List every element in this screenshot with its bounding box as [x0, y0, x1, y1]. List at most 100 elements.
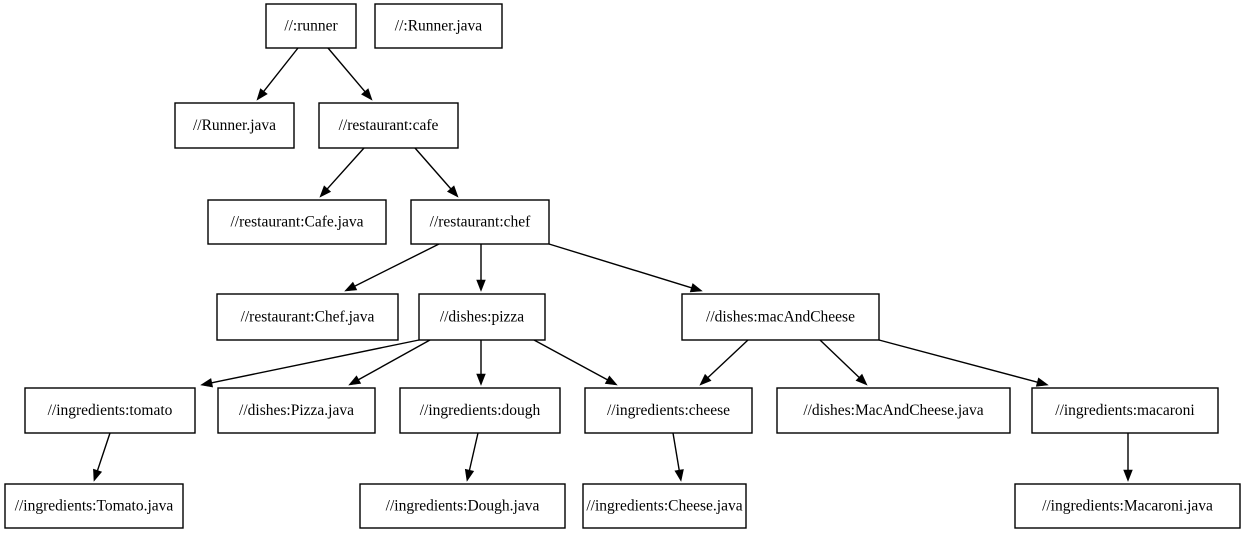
node-box[interactable] [4, 483, 184, 529]
edge-shaft [358, 339, 431, 381]
graph-node[interactable]: //ingredients:Tomato.java [4, 483, 184, 529]
node-box[interactable] [681, 293, 880, 341]
graph-node[interactable]: //restaurant:Chef.java [216, 293, 399, 341]
graph-node[interactable]: //Runner.java [174, 102, 295, 149]
node-label: //Runner.java [193, 117, 276, 134]
node-layer: //:runner //:Runner.java //Runner.java //re… [4, 3, 1241, 529]
arrowhead-icon [476, 373, 486, 386]
edge-shaft [327, 47, 366, 93]
node-box[interactable] [174, 102, 295, 149]
graph-edge [256, 47, 299, 101]
node-label: //ingredients:Dough.java [386, 498, 540, 515]
graph-node[interactable]: //dishes:Pizza.java [217, 387, 376, 434]
graph-node[interactable]: //ingredients:Dough.java [359, 483, 566, 529]
node-box[interactable] [410, 199, 550, 245]
graph-edge [93, 432, 111, 482]
node-label: //restaurant:Chef.java [241, 309, 375, 326]
node-box[interactable] [1031, 387, 1219, 434]
node-box[interactable] [217, 387, 376, 434]
arrowhead-icon [361, 88, 373, 101]
arrowhead-icon [689, 283, 703, 293]
node-label: //:runner [284, 18, 338, 35]
graph-node[interactable]: //restaurant:cafe [318, 102, 459, 149]
arrowhead-icon [674, 469, 684, 482]
node-box[interactable] [584, 387, 753, 434]
graph-node[interactable]: //ingredients:cheese [584, 387, 753, 434]
edge-shaft [414, 147, 452, 190]
edge-shaft [533, 339, 608, 381]
graph-node[interactable]: //restaurant:chef [410, 199, 550, 245]
graph-node[interactable]: //dishes:MacAndCheese.java [776, 387, 1011, 434]
graph-node[interactable]: //ingredients:macaroni [1031, 387, 1219, 434]
graph-edge [699, 339, 749, 386]
graph-node[interactable]: //restaurant:Cafe.java [207, 199, 387, 245]
node-label: //ingredients:tomato [48, 402, 173, 419]
node-label: //:Runner.java [395, 18, 483, 35]
graph-edge [464, 432, 479, 482]
graph-node[interactable]: //ingredients:dough [399, 387, 561, 434]
node-box[interactable] [265, 3, 357, 49]
graph-edge [327, 47, 373, 101]
node-label: //restaurant:Cafe.java [231, 214, 364, 231]
graph-edge [476, 340, 486, 386]
arrowhead-icon [256, 88, 268, 101]
graph-node[interactable]: //dishes:pizza [418, 293, 546, 341]
arrowhead-icon [476, 279, 486, 292]
node-box[interactable] [359, 483, 566, 529]
arrowhead-icon [699, 373, 712, 386]
edge-shaft [878, 339, 1038, 383]
arrowhead-icon [446, 185, 459, 198]
node-label: //restaurant:chef [430, 214, 532, 231]
edge-shaft [211, 339, 420, 384]
graph-node[interactable]: //ingredients:tomato [24, 387, 196, 434]
graph-node[interactable]: //ingredients:Cheese.java [582, 483, 747, 529]
edge-layer [93, 47, 1133, 482]
graph-edge [319, 147, 365, 198]
graph-edge [348, 339, 431, 386]
graph-edge [819, 339, 868, 386]
node-label: //ingredients:Cheese.java [586, 498, 742, 515]
graph-edge [672, 432, 684, 482]
arrowhead-icon [855, 373, 868, 386]
arrowhead-icon [1123, 469, 1133, 482]
node-label: //dishes:pizza [440, 309, 524, 326]
arrowhead-icon [348, 375, 362, 386]
graph-edge [476, 244, 486, 292]
node-box[interactable] [24, 387, 196, 434]
edge-shaft [96, 432, 111, 471]
graph-edge [1123, 433, 1133, 482]
arrowhead-icon [464, 468, 475, 482]
graph-edge [548, 243, 703, 293]
graph-edge [878, 339, 1049, 387]
graph-node[interactable]: //dishes:macAndCheese [681, 293, 880, 341]
edge-shaft [263, 47, 299, 92]
node-label: //dishes:MacAndCheese.java [803, 402, 983, 419]
node-label: //dishes:macAndCheese [706, 309, 855, 326]
node-label: //ingredients:cheese [607, 402, 730, 419]
edge-shaft [326, 147, 365, 190]
arrowhead-icon [93, 468, 103, 482]
node-box[interactable] [207, 199, 387, 245]
node-box[interactable] [418, 293, 546, 341]
arrowhead-icon [200, 378, 214, 388]
node-box[interactable] [216, 293, 399, 341]
graph-node[interactable]: //:runner [265, 3, 357, 49]
node-box[interactable] [399, 387, 561, 434]
node-box[interactable] [1014, 483, 1241, 529]
arrowhead-icon [319, 185, 332, 198]
graph-edge [200, 339, 420, 388]
edge-shaft [707, 339, 749, 378]
node-box[interactable] [582, 483, 747, 529]
graph-node[interactable]: //ingredients:Macaroni.java [1014, 483, 1241, 529]
node-box[interactable] [374, 3, 503, 49]
graph-node[interactable]: //:Runner.java [374, 3, 503, 49]
arrowhead-icon [344, 281, 358, 292]
graph-edge [533, 339, 618, 386]
node-box[interactable] [318, 102, 459, 149]
arrowhead-icon [604, 375, 618, 386]
node-label: //ingredients:dough [420, 402, 541, 419]
node-box[interactable] [776, 387, 1011, 434]
